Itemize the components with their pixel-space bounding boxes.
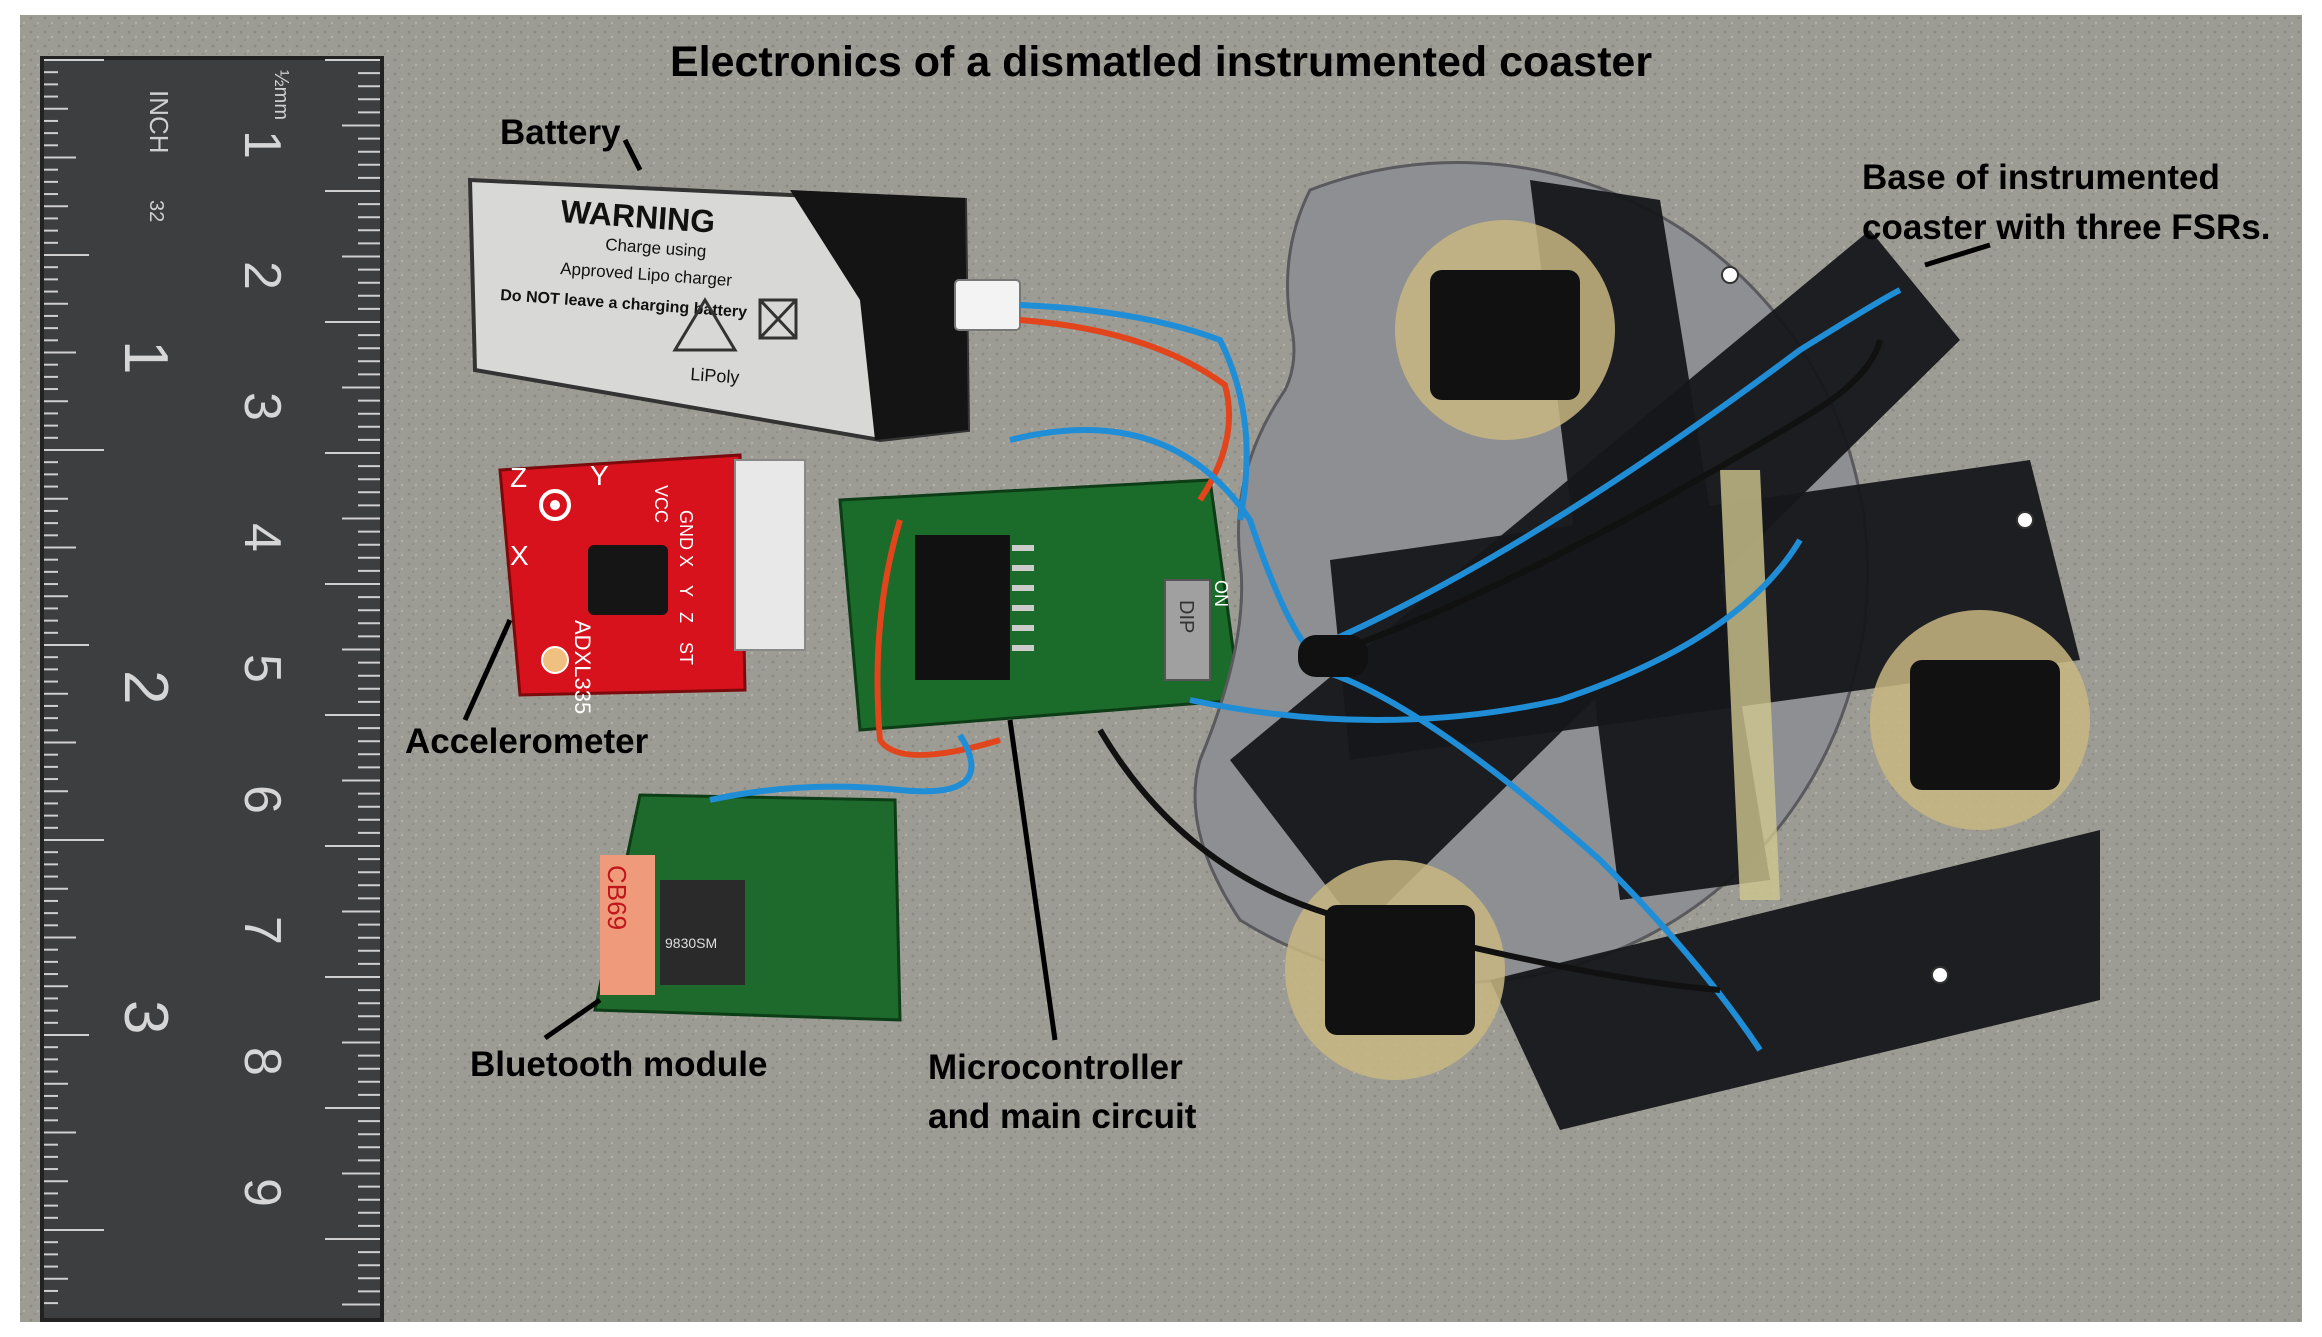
bluetooth-board: CB69 9830SM: [593, 793, 902, 1022]
accel-pin-gnd: GND: [676, 510, 696, 550]
dip-switch: [1164, 579, 1211, 681]
accel-axis-z: Z: [510, 462, 527, 493]
main-circuit-board: DIP ON: [838, 478, 1242, 732]
figure-title: Electronics of a dismatled instrumented …: [669, 38, 1653, 86]
ruler-cm-number: 6: [233, 785, 291, 814]
accelerometer-label: Accelerometer: [405, 722, 649, 761]
ruler-cm-number: 4: [233, 523, 291, 552]
ruler-cm-number: 7: [233, 916, 291, 945]
battery-logo-text: LiPoly: [690, 364, 740, 387]
crossed-bin-icon: [758, 298, 798, 340]
ruler-inch-number: 3: [111, 1000, 180, 1034]
accel-pin-x: X: [676, 555, 696, 567]
battery-label: Battery: [500, 113, 621, 152]
microcontroller-label-line1: Microcontroller: [928, 1048, 1183, 1087]
wires: [709, 287, 1902, 1052]
microcontroller-label-line2: and main circuit: [928, 1097, 1197, 1136]
accel-pin-y: Y: [676, 585, 696, 597]
accel-axis-y: Y: [590, 460, 609, 491]
ruler-cm-number: 3: [233, 392, 291, 421]
wire-junction: [1298, 635, 1368, 677]
ruler-unit-label: INCH: [144, 90, 174, 154]
ruler-inch-number: 2: [111, 670, 180, 704]
callout-lines: [462, 138, 1991, 1041]
accel-pin-vcc: VCC: [651, 485, 671, 523]
ruler-cm-number: 9: [233, 1178, 291, 1207]
ruler-mm-label: ½mm: [270, 70, 292, 120]
ruler-inch-number: 1: [111, 340, 180, 374]
main-board-switch-text: DIP: [1175, 600, 1197, 633]
accel-part-label: ADXL335: [570, 620, 595, 714]
accel-pin-z: Z: [676, 612, 696, 623]
ruler-cm-number: 5: [233, 654, 291, 683]
lipo-battery: WARNING Charge using Approved Lipo charg…: [467, 177, 1021, 443]
main-board-on-label: ON: [1211, 580, 1231, 607]
base-label-line1: Base of instrumented: [1862, 158, 2220, 197]
ruler-cm-number: 2: [233, 261, 291, 290]
ruler-fraction-label: 32: [145, 200, 167, 222]
coaster-base: [1193, 161, 2100, 1130]
ruler: INCH ½mm 32 1 2 3 1 2 3 4 5 6 7 8 9: [40, 56, 384, 1322]
bluetooth-chip-label: 9830SM: [665, 935, 717, 951]
bluetooth-sticker-text: CB69: [602, 865, 632, 930]
accelerometer-board: Z Y X VCC GND X Y Z ST ADXL335: [498, 453, 806, 714]
bluetooth-module-label: Bluetooth module: [470, 1045, 768, 1084]
ruler-cm-number: 8: [233, 1047, 291, 1076]
battery-connector: [954, 279, 1021, 331]
recycle-icon: [672, 297, 738, 352]
accel-axis-x: X: [510, 540, 529, 571]
accel-header-connector: [734, 459, 806, 651]
accel-pin-st: ST: [676, 642, 696, 665]
ruler-cm-number: 1: [233, 130, 291, 159]
base-label-line2: coaster with three FSRs.: [1862, 208, 2271, 247]
